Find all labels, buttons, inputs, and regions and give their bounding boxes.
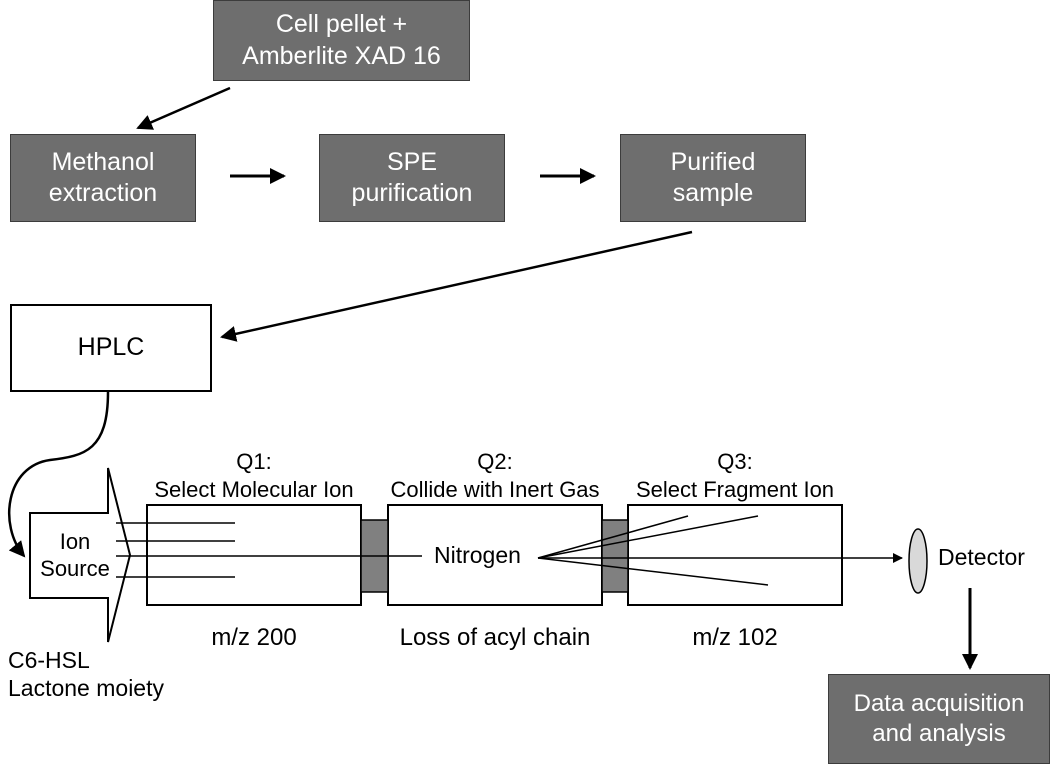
arrow-hplc-to-ion-source xyxy=(7,391,110,558)
ion-source-line1: Ion xyxy=(59,529,91,554)
q3-description: Select Fragment Ion xyxy=(635,476,835,502)
spe-purification-box: SPE purification xyxy=(319,134,505,222)
fragment-line-1 xyxy=(537,515,689,559)
spe-purification-line2: purification xyxy=(351,179,473,207)
cell-pellet-box: Cell pellet +Amberlite XAD 16 xyxy=(213,0,470,81)
q1-description: Select Molecular Ion xyxy=(154,476,354,502)
methanol-extraction-line2: extraction xyxy=(48,179,158,207)
data-acquisition-box: Data acquisition and analysis xyxy=(828,674,1050,764)
ion-source-arrow-shape xyxy=(29,467,132,643)
fragment-line-3 xyxy=(537,557,769,586)
fragment-line-2 xyxy=(537,515,759,559)
q3-title: Q3: xyxy=(717,449,753,474)
purified-sample-box: Purified sample xyxy=(620,134,806,222)
q3-mz-label: m/z 102 xyxy=(692,624,778,651)
q1-quadrupole xyxy=(146,504,362,606)
ion-source-line2: Source xyxy=(40,556,110,581)
data-acquisition-line1: Data acquisition xyxy=(853,690,1025,717)
q2-note-label: Loss of acyl chain xyxy=(399,624,591,651)
purified-sample-line2: sample xyxy=(672,179,754,207)
detector-icon xyxy=(908,528,928,594)
arrow-purified-to-hplc xyxy=(220,230,693,342)
cell-pellet-line2: Amberlite XAD 16 xyxy=(242,41,441,70)
q1-header: Q1:Select Molecular Ion xyxy=(129,448,379,503)
q2-header: Q2:Collide with Inert Gas xyxy=(370,448,620,503)
q3-header: Q3:Select Fragment Ion xyxy=(610,448,860,503)
nitrogen-label: Nitrogen xyxy=(432,541,523,570)
q2-title: Q2: xyxy=(477,449,513,474)
analyte-line2: Lactone moiety xyxy=(8,675,164,701)
methanol-extraction-line1: Methanol xyxy=(51,147,155,176)
connector-q2-q3 xyxy=(601,519,629,593)
q1-mz-label: m/z 200 xyxy=(211,624,297,651)
purified-sample-line1: Purified xyxy=(670,147,756,176)
q2-description: Collide with Inert Gas xyxy=(390,476,600,502)
detector-label: Detector xyxy=(938,544,1025,570)
data-acquisition-line2: and analysis xyxy=(872,720,1006,747)
hplc-box: HPLC xyxy=(10,304,212,392)
hplc-label: HPLC xyxy=(77,333,145,362)
spe-purification-line1: SPE xyxy=(386,147,438,176)
analyte-line1: C6-HSL xyxy=(8,647,90,673)
q1-title: Q1: xyxy=(236,449,272,474)
arrow-pellet-to-extraction xyxy=(136,86,231,130)
cell-pellet-line1: Cell pellet + xyxy=(275,10,408,39)
methanol-extraction-box: Methanol extraction xyxy=(10,134,196,222)
